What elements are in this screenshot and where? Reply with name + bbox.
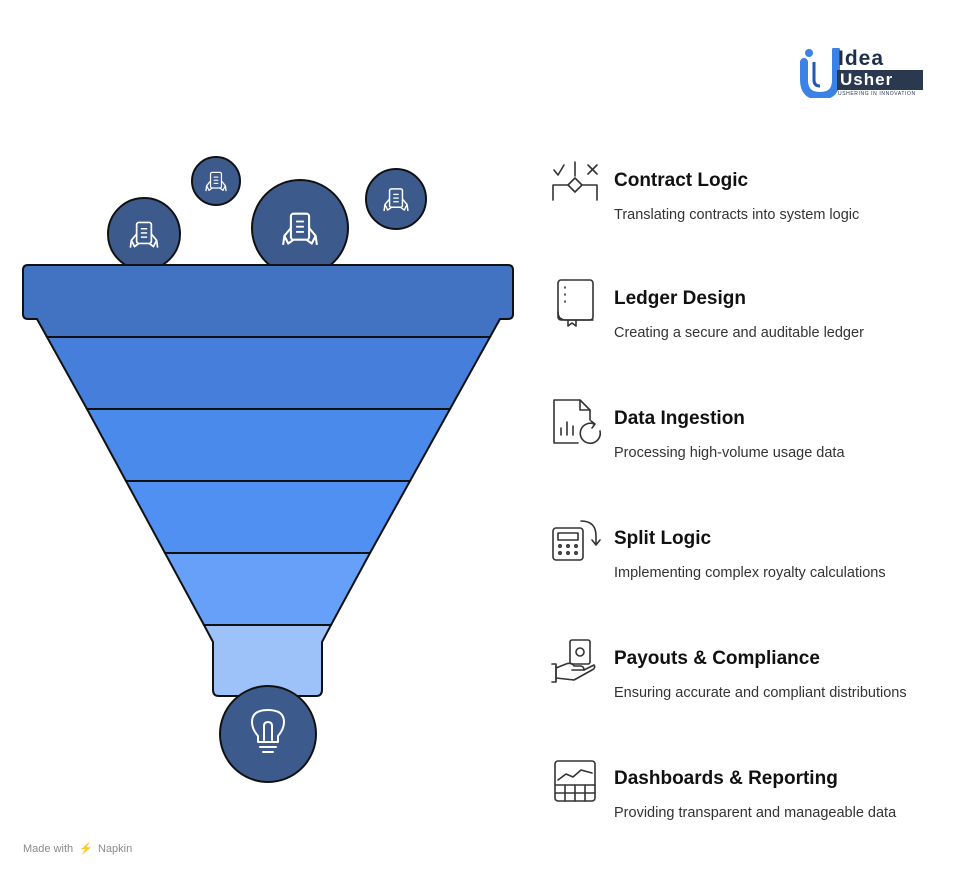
calculator-icon [552, 520, 601, 561]
funnel-spout [202, 624, 333, 697]
brand-logo: Idea Usher USHERING IN INNOVATION [800, 48, 930, 100]
step-description: Ensuring accurate and compliant distribu… [614, 685, 907, 701]
input-circle-1 [107, 197, 181, 271]
made-with-footer: Made with ⚡ Napkin [23, 842, 132, 855]
funnel-layer-2 [45, 336, 492, 410]
step-title: Data Ingestion [614, 408, 745, 429]
dashboard-chart-icon [554, 760, 596, 802]
output-circle [219, 685, 317, 783]
step-title: Split Logic [614, 528, 712, 549]
made-with-label: Made with [23, 843, 74, 855]
ledger-book-icon [557, 279, 594, 327]
logo-word-idea: Idea [838, 47, 885, 70]
step-description: Translating contracts into system logic [614, 207, 860, 223]
data-ingestion-icon [553, 399, 602, 445]
lightbulb-icon [251, 709, 285, 753]
step-description: Providing transparent and manageable dat… [614, 805, 897, 821]
napkin-logo-icon: ⚡ [79, 843, 93, 855]
logo-word-usher: Usher [837, 70, 923, 90]
step-title: Payouts & Compliance [614, 648, 820, 669]
funnel-layer-3 [85, 408, 452, 482]
step-description: Processing high-volume usage data [614, 445, 845, 461]
funnel-layer-5 [163, 552, 372, 626]
input-circle-2 [191, 156, 241, 206]
step-description: Creating a secure and auditable ledger [614, 325, 864, 341]
contract-logic-icon [552, 161, 598, 201]
funnel-layer-4 [124, 480, 412, 554]
payout-hand-icon [551, 639, 596, 683]
napkin-brand: Napkin [97, 843, 133, 855]
logo-tagline: USHERING IN INNOVATION [838, 91, 916, 97]
step-title: Ledger Design [614, 288, 746, 309]
input-circle-3 [251, 179, 349, 277]
step-title: Dashboards & Reporting [614, 768, 838, 789]
logo-u-icon [800, 48, 840, 98]
funnel-diagram [22, 156, 514, 783]
funnel-rim [22, 264, 514, 338]
step-description: Implementing complex royalty calculation… [614, 565, 886, 581]
input-circle-4 [365, 168, 427, 230]
step-title: Contract Logic [614, 170, 749, 191]
